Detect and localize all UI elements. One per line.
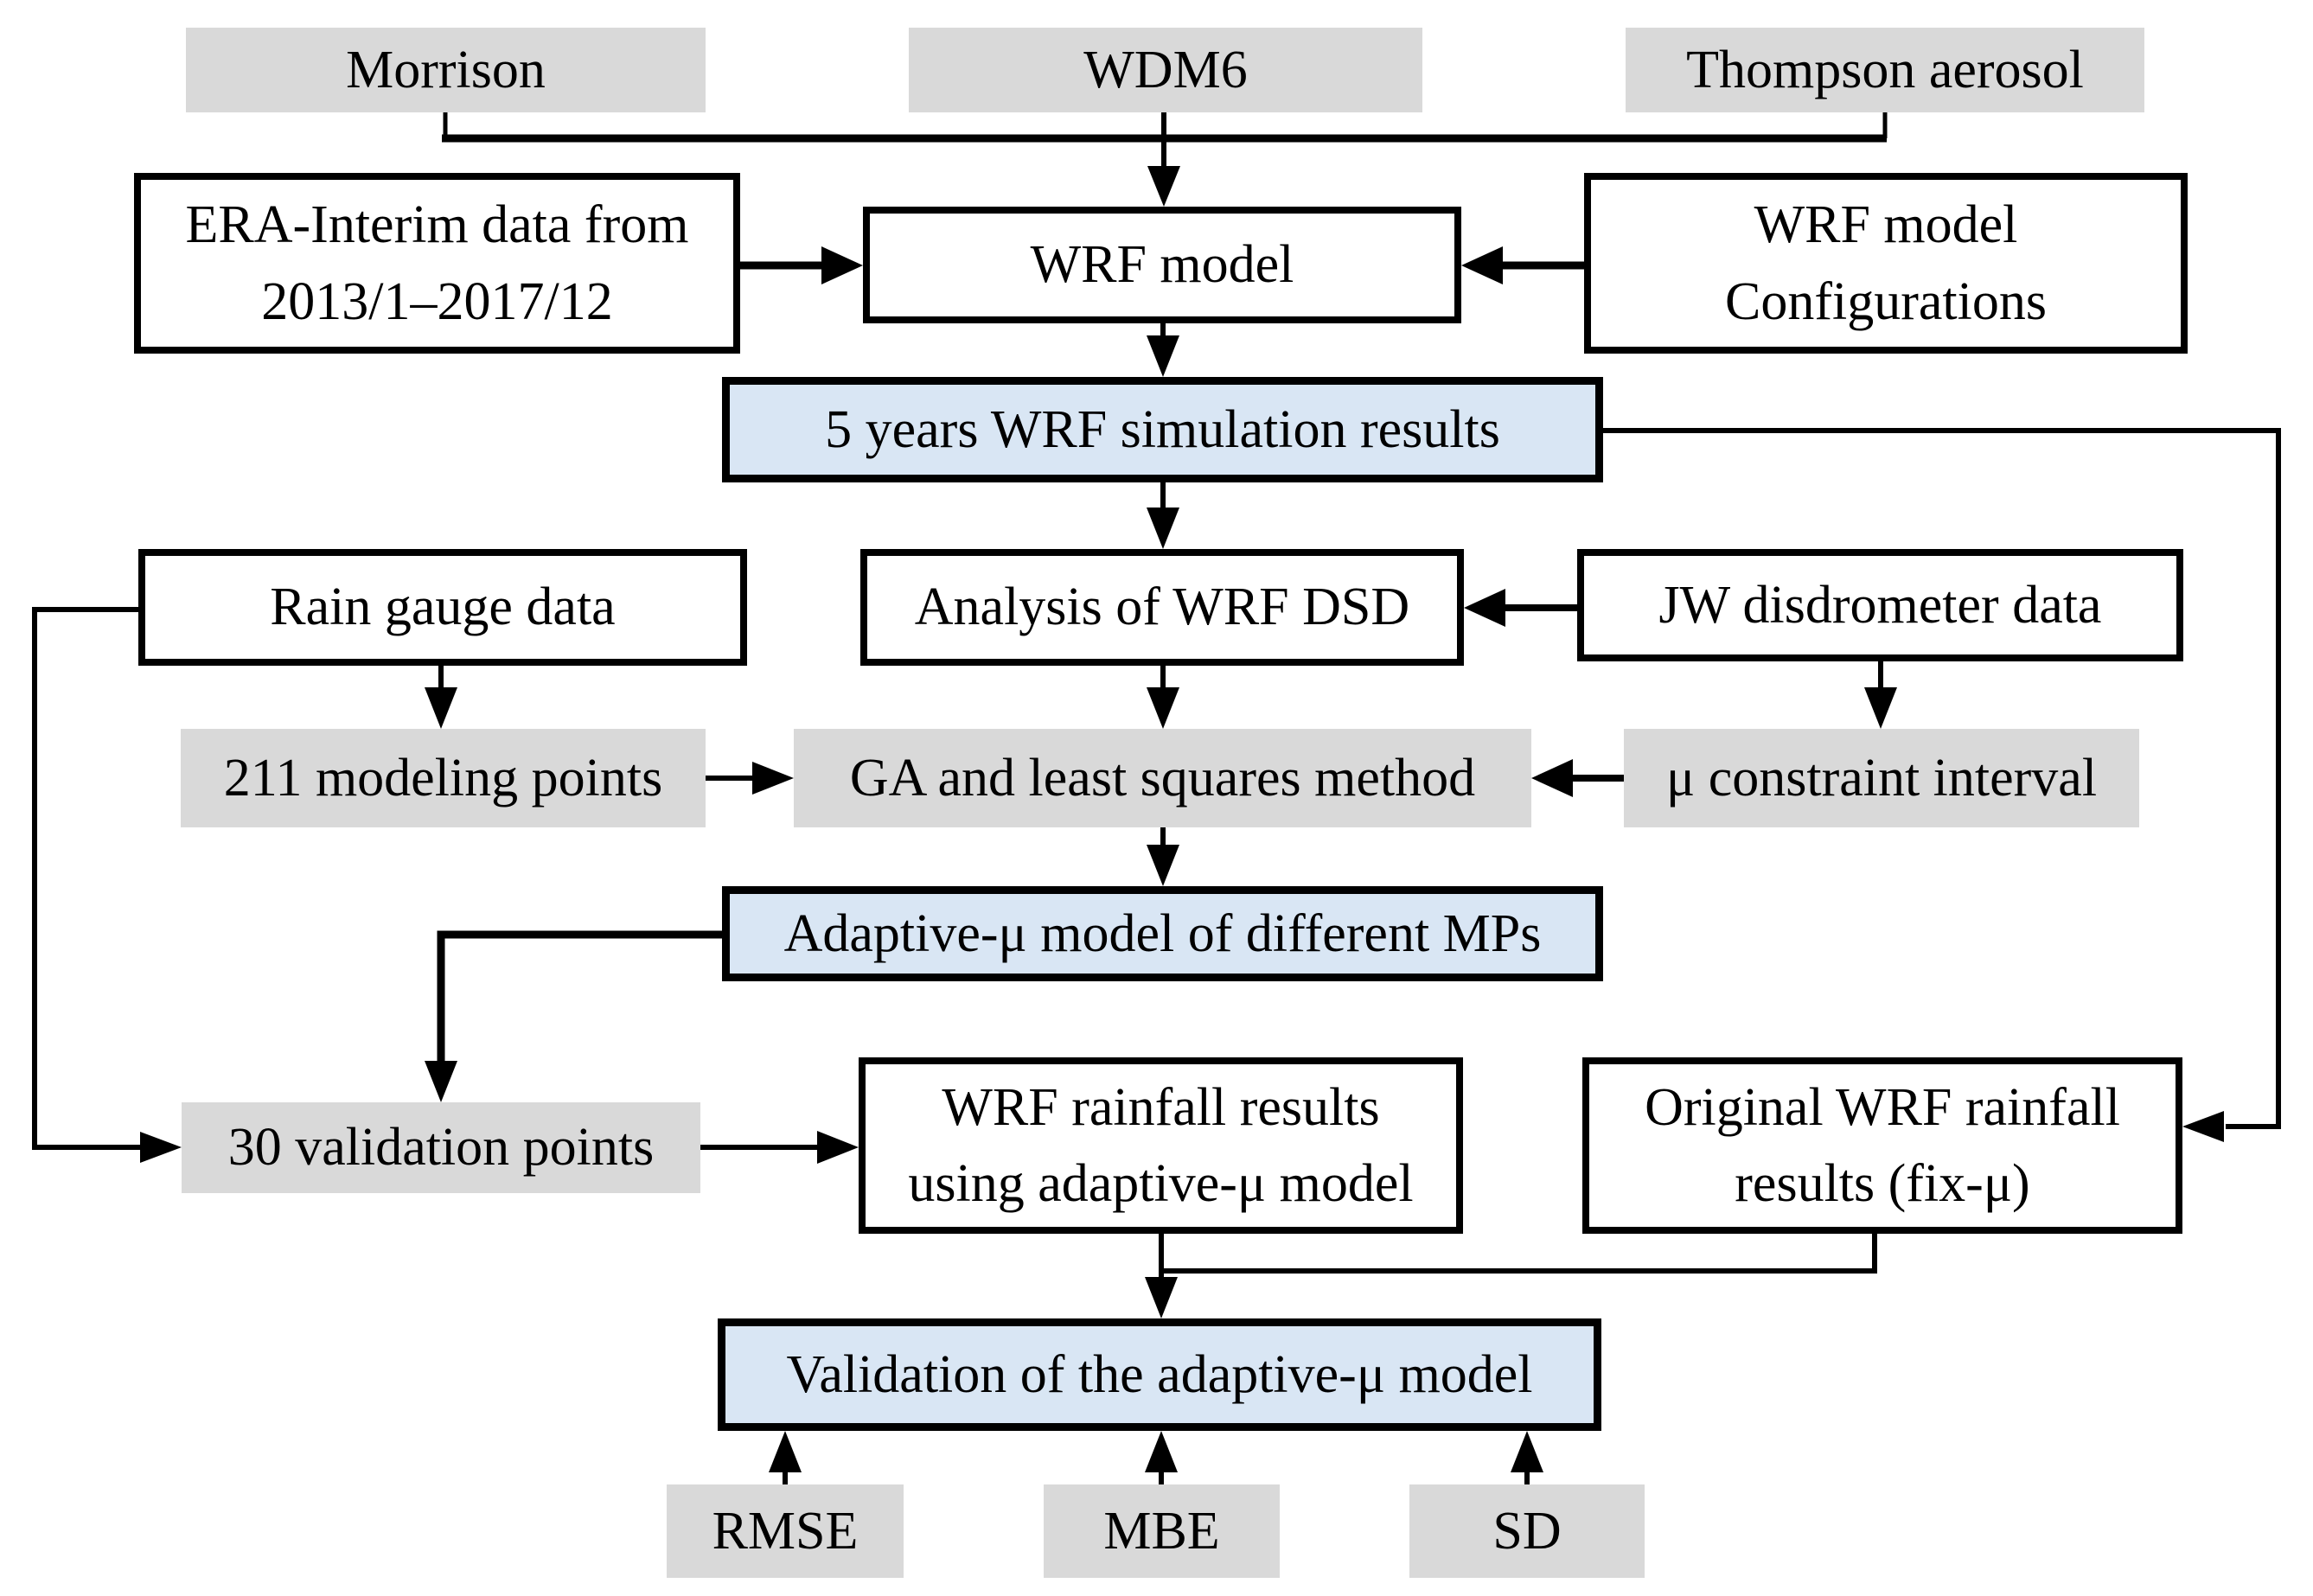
arrow-wdm6-to-wrf-model <box>1147 112 1180 207</box>
node-jw-disdrometer-data: JW disdrometer data <box>1577 549 2183 661</box>
node-era-interim-data: ERA-Interim data from 2013/1–2017/12 <box>134 173 740 354</box>
node-era-interim-line2: 2013/1–2017/12 <box>261 271 613 331</box>
arrow-modeling-points-to-ga <box>706 762 794 795</box>
arrow-jw-to-mu-interval <box>1864 661 1897 729</box>
node-rain-gauge-data: Rain gauge data <box>138 549 747 666</box>
arrow-analysis-to-ga <box>1147 666 1179 729</box>
arrow-rain-gauge-to-validation-points <box>32 607 182 1163</box>
arrow-mbe-to-validation <box>1145 1431 1178 1484</box>
node-original-wrf-rainfall: Original WRF rainfall results (fix-μ) <box>1582 1057 2182 1234</box>
node-wdm6-label: WDM6 <box>1083 40 1248 99</box>
arrow-rain-gauge-to-modeling-points <box>425 666 457 729</box>
arrow-jw-to-analysis <box>1464 589 1577 627</box>
arrow-config-to-wrf-model <box>1461 246 1584 284</box>
node-sd: SD <box>1409 1484 1645 1578</box>
node-rmse-label: RMSE <box>712 1501 859 1561</box>
node-validation-label: Validation of the adaptive-μ model <box>786 1344 1533 1404</box>
arrow-wrf-rainfall-to-validation <box>1145 1234 1178 1318</box>
node-mu-constraint-interval: μ constraint interval <box>1624 729 2139 827</box>
node-ga-label: GA and least squares method <box>849 748 1476 808</box>
node-ga-least-squares: GA and least squares method <box>794 729 1531 827</box>
node-mu-interval-label: μ constraint interval <box>1665 748 2098 808</box>
arrow-ga-to-adaptive-model <box>1147 827 1179 886</box>
node-original-rainfall-line1: Original WRF rainfall <box>1645 1077 2120 1137</box>
node-modeling-points-label: 211 modeling points <box>223 748 663 808</box>
node-wrf-model: WRF model <box>863 207 1461 323</box>
arrow-mu-interval-to-ga <box>1531 759 1624 797</box>
node-wrf-rainfall-results: WRF rainfall results using adaptive-μ mo… <box>859 1057 1463 1234</box>
node-wrf-rainfall-line1: WRF rainfall results <box>942 1077 1380 1137</box>
node-wrf-rainfall-line2: using adaptive-μ model <box>908 1154 1414 1213</box>
node-adaptive-model-label: Adaptive-μ model of different MPs <box>783 903 1542 963</box>
node-mbe: MBE <box>1044 1484 1280 1578</box>
connector-original-rainfall-to-validation <box>1164 1234 1877 1274</box>
node-sim-results: 5 years WRF simulation results <box>722 377 1603 482</box>
node-morrison: Morrison <box>186 28 706 112</box>
node-thompson-aerosol-label: Thompson aerosol <box>1686 40 2084 99</box>
arrow-wrf-model-to-sim-results <box>1147 323 1179 377</box>
node-wrf-config-line1: WRF model <box>1754 195 2018 255</box>
arrow-sim-results-to-analysis <box>1147 482 1179 549</box>
node-rain-gauge-label: Rain gauge data <box>270 578 616 637</box>
node-sd-label: SD <box>1492 1501 1562 1561</box>
arrow-sim-results-to-original-rainfall <box>1603 428 2281 1142</box>
node-wrf-model-label: WRF model <box>1030 235 1294 295</box>
arrow-sd-to-validation <box>1511 1431 1543 1484</box>
arrow-era-to-wrf-model <box>740 246 863 284</box>
node-modeling-points: 211 modeling points <box>181 729 706 827</box>
node-mbe-label: MBE <box>1103 1501 1220 1561</box>
node-adaptive-mu-model: Adaptive-μ model of different MPs <box>722 886 1603 981</box>
node-analysis-wrf-dsd: Analysis of WRF DSD <box>860 549 1464 666</box>
node-morrison-label: Morrison <box>346 40 546 99</box>
node-wrf-model-configurations: WRF model Configurations <box>1584 173 2188 354</box>
node-thompson-aerosol: Thompson aerosol <box>1626 28 2144 112</box>
node-validation-points: 30 validation points <box>182 1102 700 1193</box>
node-validation-points-label: 30 validation points <box>227 1118 655 1178</box>
node-sim-results-label: 5 years WRF simulation results <box>825 399 1500 459</box>
node-original-rainfall-line2: results (fix-μ) <box>1735 1154 2030 1213</box>
node-era-interim-line1: ERA-Interim data from <box>185 195 689 255</box>
node-jw-label: JW disdrometer data <box>1658 575 2102 635</box>
arrow-validation-points-to-wrf-rainfall <box>700 1131 859 1164</box>
node-analysis-label: Analysis of WRF DSD <box>914 578 1410 637</box>
node-rmse: RMSE <box>667 1484 904 1578</box>
node-wrf-config-line2: Configurations <box>1725 271 2047 331</box>
arrow-adaptive-model-to-validation-points <box>425 930 722 1102</box>
arrow-rmse-to-validation <box>769 1431 802 1484</box>
node-validation-adaptive-mu: Validation of the adaptive-μ model <box>718 1318 1601 1431</box>
node-wdm6: WDM6 <box>909 28 1422 112</box>
